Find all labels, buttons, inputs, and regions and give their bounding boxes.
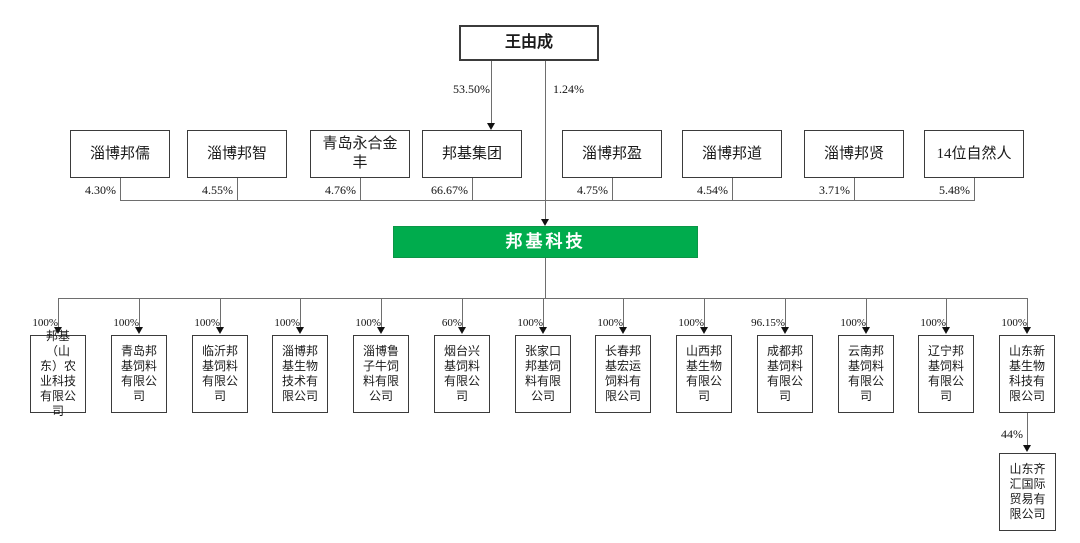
subsidiary-box: 张家口邦基饲料有限公司 <box>515 335 571 413</box>
connector-shareholder-stub <box>360 178 361 200</box>
arrow-down-icon <box>700 327 708 334</box>
ownership-pct-label: 44% <box>1001 427 1023 441</box>
connector-company-stem <box>545 258 546 298</box>
arrow-down-icon <box>377 327 385 334</box>
ownership-pct-label: 4.55% <box>202 183 233 197</box>
ownership-pct-label: 5.48% <box>939 183 970 197</box>
connector-subsidiary-drop <box>1027 298 1028 327</box>
ownership-pct-label: 100% <box>678 317 704 329</box>
connector-subsidiary-drop <box>139 298 140 327</box>
ownership-pct-label: 100% <box>517 317 543 329</box>
subsidiary-box: 长春邦基宏运饲料有限公司 <box>595 335 651 413</box>
arrow-down-icon <box>216 327 224 334</box>
ownership-pct-label: 96.15% <box>751 317 785 329</box>
shareholder-box: 淄博邦儒 <box>70 130 170 178</box>
ownership-pct-label: 4.54% <box>697 183 728 197</box>
connector-subsidiary-drop <box>946 298 947 327</box>
arrow-down-icon <box>541 219 549 226</box>
ownership-pct-label: 100% <box>840 317 866 329</box>
connector-subsidiary-drop <box>704 298 705 327</box>
connector-shareholder-stub <box>472 178 473 200</box>
ownership-pct-label: 4.76% <box>325 183 356 197</box>
shareholder-box: 淄博邦智 <box>187 130 287 178</box>
ownership-pct-label: 100% <box>920 317 946 329</box>
ownership-pct-label: 100% <box>1001 317 1027 329</box>
subsidiary-box: 辽宁邦基饲料有限公司 <box>918 335 974 413</box>
connector-shareholder-stub <box>237 178 238 200</box>
connector-shareholder-stub <box>974 178 975 200</box>
ownership-pct-label: 1.24% <box>553 82 584 96</box>
arrow-down-icon <box>458 327 466 334</box>
connector-subsidiary-drop <box>866 298 867 327</box>
subsidiary-box: 山东新基生物科技有限公司 <box>999 335 1055 413</box>
shareholder-box: 14位自然人 <box>924 130 1024 178</box>
connector-shareholder-stub <box>732 178 733 200</box>
subsidiary-box: 云南邦基饲料有限公司 <box>838 335 894 413</box>
subsidiary-box: 青岛邦基饲料有限公司 <box>111 335 167 413</box>
connector-root-to-company <box>545 61 546 219</box>
arrow-down-icon <box>54 327 62 334</box>
arrow-down-icon <box>619 327 627 334</box>
ownership-pct-label: 100% <box>355 317 381 329</box>
connector-subsub <box>1027 413 1028 445</box>
connector-shareholder-stub <box>854 178 855 200</box>
arrow-down-icon <box>1023 327 1031 334</box>
arrow-down-icon <box>135 327 143 334</box>
root-box: 王由成 <box>459 25 599 61</box>
connector-subsidiary-drop <box>300 298 301 327</box>
ownership-pct-label: 100% <box>274 317 300 329</box>
connector-subsidiary-drop <box>785 298 786 327</box>
connector-subsidiary-drop <box>220 298 221 327</box>
arrow-down-icon <box>781 327 789 334</box>
subsidiary-box: 山西邦基生物有限公司 <box>676 335 732 413</box>
connector-subsidiary-drop <box>462 298 463 327</box>
subsidiary-box: 淄博邦基生物技术有限公司 <box>272 335 328 413</box>
ownership-pct-label: 4.30% <box>85 183 116 197</box>
subsub-box: 山东齐汇国际贸易有限公司 <box>999 453 1056 531</box>
ownership-pct-label: 53.50% <box>453 82 490 96</box>
shareholder-box: 青岛永合金丰 <box>310 130 410 178</box>
arrow-down-icon <box>862 327 870 334</box>
shareholder-box: 淄博邦贤 <box>804 130 904 178</box>
connector-root-to-group <box>491 61 492 123</box>
ownership-pct-label: 100% <box>194 317 220 329</box>
subsidiary-box: 临沂邦基饲料有限公司 <box>192 335 248 413</box>
shareholder-box: 邦基集团 <box>422 130 522 178</box>
shareholder-box: 淄博邦道 <box>682 130 782 178</box>
ownership-pct-label: 100% <box>113 317 139 329</box>
subsidiary-box: 烟台兴基饲料有限公司 <box>434 335 490 413</box>
connector-subsidiary-drop <box>381 298 382 327</box>
connector-subsidiary-drop <box>623 298 624 327</box>
arrow-down-icon <box>539 327 547 334</box>
connector-subsidiary-drop <box>58 298 59 327</box>
subsidiary-box: 邦基（山东）农业科技有限公司 <box>30 329 86 418</box>
arrow-down-icon <box>487 123 495 130</box>
ownership-pct-label: 60% <box>441 317 462 329</box>
connector-subsidiary-drop <box>543 298 544 327</box>
subsidiary-box: 淄博鲁子牛饲料有限公司 <box>353 335 409 413</box>
connector-shareholder-stub <box>120 178 121 200</box>
arrow-down-icon <box>296 327 304 334</box>
ownership-pct-label: 4.75% <box>577 183 608 197</box>
company-box: 邦基科技 <box>393 226 698 258</box>
ownership-pct-label: 100% <box>32 317 58 329</box>
shareholder-box: 淄博邦盈 <box>562 130 662 178</box>
arrow-down-icon <box>942 327 950 334</box>
subsidiary-box: 成都邦基饲料有限公司 <box>757 335 813 413</box>
arrow-down-icon <box>1023 445 1031 452</box>
ownership-pct-label: 3.71% <box>819 183 850 197</box>
ownership-pct-label: 100% <box>597 317 623 329</box>
connector-shareholders-bus <box>120 200 975 201</box>
connector-shareholder-stub <box>612 178 613 200</box>
ownership-pct-label: 66.67% <box>431 183 468 197</box>
